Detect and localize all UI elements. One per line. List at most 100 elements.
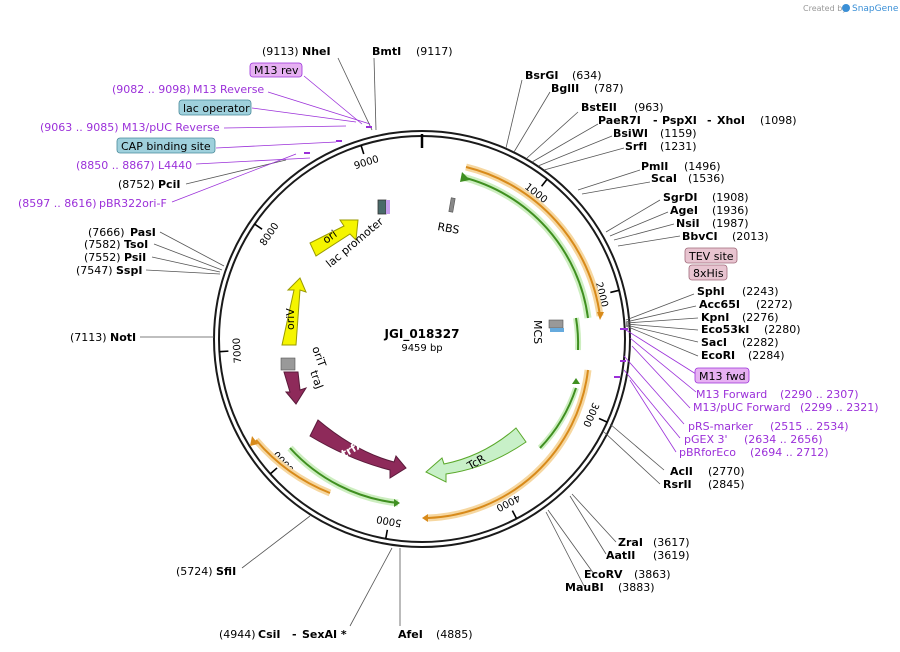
site-aatii-pos: (3619) xyxy=(653,549,690,562)
primer-pbrforeco: pBRforEco xyxy=(679,446,736,459)
plasmid-size: 9459 bp xyxy=(401,343,442,354)
site-rsrii: RsrII xyxy=(663,478,692,491)
site-bsteii-pos: (963) xyxy=(634,101,664,114)
traj-feature xyxy=(283,371,308,405)
orf-arc-left-green xyxy=(289,447,399,504)
primer-pbr322ori: pBR322ori-F xyxy=(99,197,167,210)
primer-pgex-range: (2634 .. 2656) xyxy=(744,433,823,446)
m13-fwd-box xyxy=(694,367,750,384)
site-afei: AfeI xyxy=(398,628,423,641)
orit-label: oriT xyxy=(309,345,329,369)
orf-small-mid-halo xyxy=(537,387,579,451)
primer-l4440: L4440 xyxy=(158,159,192,172)
site-nhei: NheI xyxy=(302,45,331,58)
site-kpni-pos: (2276) xyxy=(742,311,779,324)
site-bsiwi-pos: (1159) xyxy=(660,127,697,140)
credit-brand: SnapGene xyxy=(852,4,899,14)
lac-promoter-block xyxy=(377,199,387,215)
scale-tick-mark xyxy=(219,350,229,353)
site-noti-pos: (7113) xyxy=(70,331,107,344)
site-bsrgi-pos: (634) xyxy=(572,69,602,82)
site-kpni: KpnI xyxy=(701,311,729,324)
cap-binding-box xyxy=(116,137,216,154)
lac-operator-box-label: lac operator xyxy=(183,102,250,115)
site-sphi: SphI xyxy=(697,285,725,298)
orf-arc-top-orange xyxy=(465,166,601,317)
orf-arc-left-orange xyxy=(255,439,331,494)
site-paer7i-sep2: - xyxy=(707,114,712,127)
scale-tick-label: 5000 xyxy=(376,513,403,528)
snapgene-logo-icon xyxy=(842,4,850,12)
traj-label: traJ xyxy=(307,369,326,391)
primer-leader-lines xyxy=(171,75,697,453)
site-maubi: MauBI xyxy=(565,581,604,594)
primer-prs: pRS-marker xyxy=(688,420,753,433)
scale-tick-mark xyxy=(360,145,365,155)
primer-m13fwd-range: (2290 .. 2307) xyxy=(780,388,859,401)
tev-site-box-label: TEV site xyxy=(688,250,734,263)
site-nhei-pos: (9113) xyxy=(262,45,299,58)
oriv-feature xyxy=(281,277,307,346)
scale-tick-mark xyxy=(511,510,518,520)
backbone-outer xyxy=(213,130,631,548)
site-csii-sep: - xyxy=(292,628,297,641)
primer-pgex: pGEX 3' xyxy=(684,433,728,446)
scale-tick-label: 7000 xyxy=(232,337,245,363)
site-bsteii: BstEII xyxy=(581,101,617,114)
primer-l4440-range: (8850 .. 8867) xyxy=(76,159,155,172)
scale-tick-mark xyxy=(384,529,389,539)
ori-feature xyxy=(309,219,359,257)
primer-m13puc-fwd: M13/pUC Forward xyxy=(693,401,791,414)
site-ecorv: EcoRV xyxy=(584,568,623,581)
scale-tick-mark xyxy=(269,467,278,475)
site-saci-pos: (2282) xyxy=(742,336,779,349)
site-bmti-pos: (9117) xyxy=(416,45,453,58)
primer-pbr322ori-range: (8597 .. 8616) xyxy=(18,197,97,210)
site-sspi: SspI xyxy=(116,264,142,277)
primer-prs-range: (2515 .. 2534) xyxy=(770,420,849,433)
orf-arc-top-green-arrowhead xyxy=(460,172,470,182)
site-sfii: SfiI xyxy=(216,565,236,578)
site-zrai-pos: (3617) xyxy=(653,536,690,549)
orf-small-mid xyxy=(539,387,577,449)
site-pcii: PciI xyxy=(158,178,180,191)
site-srfi: SrfI xyxy=(625,140,647,153)
lac-operator-block xyxy=(386,200,390,214)
trfa-feature xyxy=(309,419,407,479)
site-srfi-pos: (1231) xyxy=(660,140,697,153)
site-agei: AgeI xyxy=(670,204,698,217)
orf-arc-bottom-arrowhead xyxy=(422,514,428,522)
orit-block xyxy=(280,357,296,371)
site-pasi-pos: (7666) xyxy=(88,226,125,239)
orf-small-mid-arrowhead xyxy=(572,378,580,384)
primer-m13puc-fwd-range: (2299 .. 2321) xyxy=(800,401,879,414)
rbs-block xyxy=(448,197,456,213)
site-tsoi: TsoI xyxy=(124,238,148,251)
site-psii: PsiI xyxy=(124,251,146,264)
his-tag-box-label: 8xHis xyxy=(693,267,724,280)
his-tag-box xyxy=(688,264,728,281)
site-pasi: PasI xyxy=(130,226,156,239)
site-csii-pos: (4944) xyxy=(219,628,256,641)
rbs-label: RBS xyxy=(436,220,460,237)
site-sexai: SexAI * xyxy=(302,628,347,641)
site-bglii: BglII xyxy=(551,82,579,95)
tev-site-box xyxy=(684,247,738,264)
site-acc65i-pos: (2272) xyxy=(756,298,793,311)
site-rsrii-pos: (2845) xyxy=(708,478,745,491)
site-xhoi-pos: (1098) xyxy=(760,114,797,127)
scale-tick-mark xyxy=(254,223,263,230)
site-nsii: NsiI xyxy=(676,217,700,230)
m13-rev-box xyxy=(249,62,303,78)
site-paer7i: PaeR7I xyxy=(598,114,641,127)
site-eco53ki-pos: (2280) xyxy=(764,323,801,336)
leader-lines xyxy=(140,57,699,627)
orf-arc-left-arrowhead xyxy=(250,436,258,446)
site-bsiwi: BsiWI xyxy=(613,127,648,140)
site-bmti: BmtI xyxy=(372,45,401,58)
plasmid-name: JGI_018327 xyxy=(384,327,460,342)
site-psii-pos: (7552) xyxy=(84,251,121,264)
site-afei-pos: (4885) xyxy=(436,628,473,641)
mcs-block xyxy=(548,319,564,329)
